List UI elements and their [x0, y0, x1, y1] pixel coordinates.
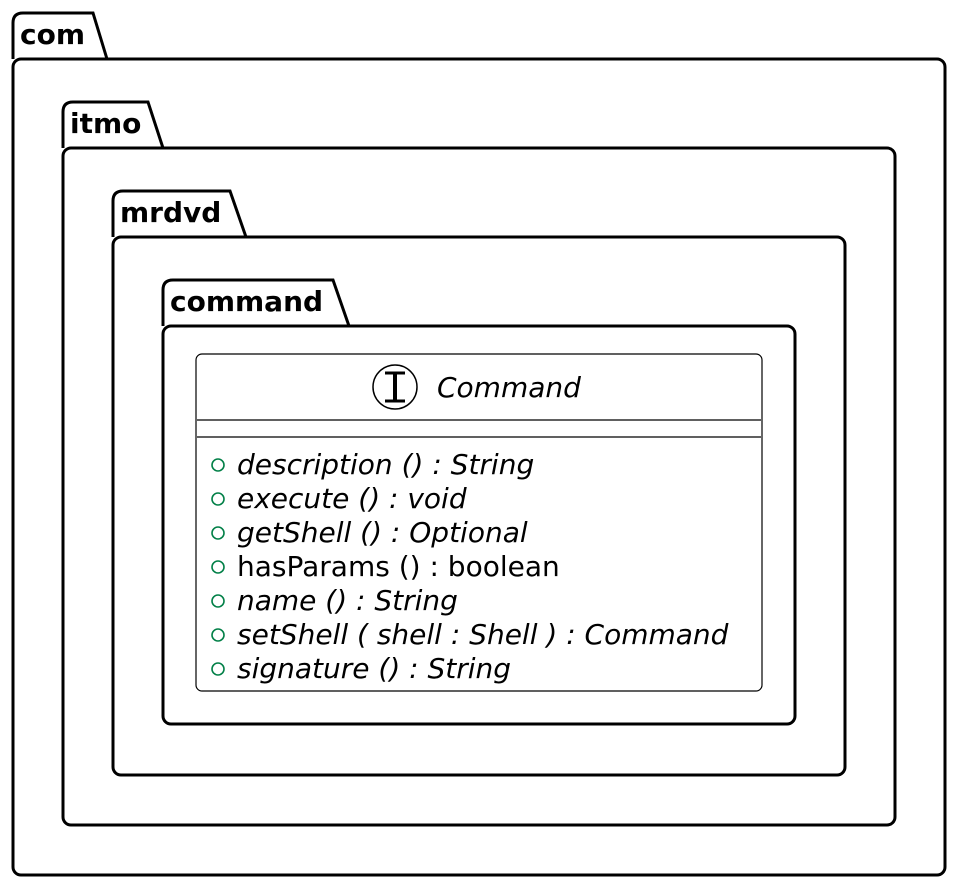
- method-signature: setShell ( shell : Shell ) : Command: [237, 618, 729, 651]
- method-row: execute () : void: [211, 482, 467, 515]
- package-command[interactable]: command: [161, 278, 797, 726]
- class-name: Command: [437, 371, 581, 404]
- package-tab: [111, 189, 248, 238]
- method-signature: name () : String: [237, 584, 458, 617]
- package-body: [11, 57, 947, 877]
- package-tab: [161, 278, 351, 327]
- method-row: description () : String: [211, 448, 534, 481]
- class-box: [195, 353, 763, 692]
- public-visibility-icon: [211, 458, 225, 472]
- method-signature: signature () : String: [237, 652, 511, 685]
- method-signature: description () : String: [237, 448, 534, 481]
- method-signature: getShell () : Optional: [237, 516, 528, 549]
- package-mrdvd[interactable]: mrdvd: [111, 189, 847, 777]
- method-row: setShell ( shell : Shell ) : Command: [211, 618, 729, 651]
- package-tab: [11, 11, 109, 60]
- interface-stereotype-icon: [372, 364, 418, 410]
- public-visibility-icon: [211, 662, 225, 676]
- package-body: [111, 235, 847, 777]
- package-body: [161, 324, 797, 726]
- package-itmo[interactable]: itmo: [61, 100, 897, 827]
- package-label: itmo: [70, 107, 141, 140]
- package-tab: [61, 100, 165, 149]
- method-row: signature () : String: [211, 652, 511, 685]
- method-signature: execute () : void: [237, 482, 467, 515]
- public-visibility-icon: [211, 492, 225, 506]
- package-com[interactable]: com: [11, 11, 947, 877]
- method-row: getShell () : Optional: [211, 516, 528, 549]
- method-signature: hasParams () : boolean: [237, 550, 560, 583]
- method-row: name () : String: [211, 584, 458, 617]
- public-visibility-icon: [211, 526, 225, 540]
- package-label: com: [20, 18, 85, 51]
- public-visibility-icon: [211, 560, 225, 574]
- method-row: hasParams () : boolean: [211, 550, 560, 583]
- package-label: command: [170, 285, 323, 318]
- package-body: [61, 146, 897, 827]
- package-label: mrdvd: [120, 196, 221, 229]
- public-visibility-icon: [211, 594, 225, 608]
- public-visibility-icon: [211, 628, 225, 642]
